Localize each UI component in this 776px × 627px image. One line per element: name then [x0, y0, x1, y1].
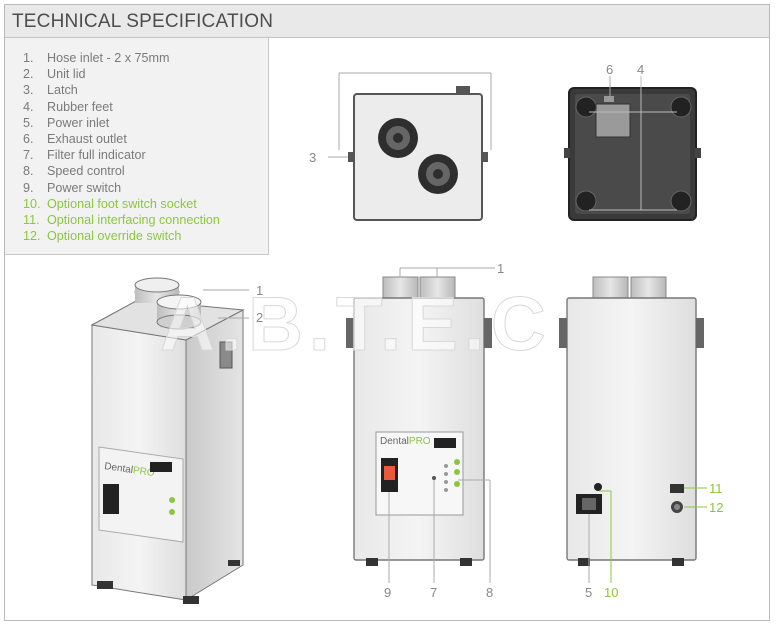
legend-item-optional: 12.Optional override switch	[23, 229, 182, 244]
callout-12: 12	[709, 500, 723, 515]
callout-2: 2	[256, 310, 263, 325]
legend-panel: 1.Hose inlet - 2 x 75mm 2.Unit lid 3.Lat…	[5, 38, 269, 255]
callout-4: 4	[637, 62, 644, 77]
legend-item: 3.Latch	[23, 83, 78, 98]
page-title: TECHNICAL SPECIFICATION	[12, 11, 274, 32]
legend-item-optional: 10.Optional foot switch socket	[23, 196, 197, 211]
callout-1-front: 1	[497, 261, 504, 276]
legend-list: 1.Hose inlet - 2 x 75mm 2.Unit lid 3.Lat…	[23, 50, 220, 244]
spec-frame	[4, 4, 770, 621]
callout-11: 11	[709, 481, 723, 496]
filter-indicator-icon	[432, 476, 436, 480]
callout-5: 5	[585, 585, 592, 600]
side-view-inlets	[328, 72, 492, 221]
callout-7: 7	[430, 585, 437, 600]
legend-item: 5.Power inlet	[23, 115, 110, 130]
callout-10: 10	[604, 585, 618, 600]
rear-view	[559, 276, 707, 583]
callout-3: 3	[309, 150, 316, 165]
legend-item-optional: 11.Optional interfacing connection	[23, 213, 220, 228]
callout-1: 1	[256, 283, 263, 298]
legend-item: 1.Hose inlet - 2 x 75mm	[23, 51, 170, 65]
brand-label: DentalPRO	[380, 436, 431, 447]
callout-6: 6	[606, 62, 613, 77]
foot-switch-socket-icon	[594, 483, 602, 491]
legend-item: 9.Power switch	[23, 180, 122, 195]
callout-8: 8	[486, 585, 493, 600]
brand-label: DentalPRO	[104, 461, 156, 479]
interface-connector-icon	[670, 484, 684, 493]
bottom-view-feet	[564, 76, 701, 221]
legend-item: 8.Speed control	[23, 164, 125, 179]
watermark: A.B.T.E.C	[160, 282, 552, 367]
callout-9: 9	[384, 585, 391, 600]
front-view: DentalPRO	[346, 267, 495, 583]
legend-item: 6.Exhaust outlet	[23, 132, 127, 147]
power-switch-icon	[103, 484, 119, 514]
header-bar: TECHNICAL SPECIFICATION	[5, 5, 769, 38]
legend-item: 4.Rubber feet	[23, 99, 113, 114]
legend-item: 7.Filter full indicator	[23, 148, 146, 163]
perspective-view: DentalPRO	[90, 277, 249, 604]
legend-item: 2.Unit lid	[23, 67, 86, 82]
